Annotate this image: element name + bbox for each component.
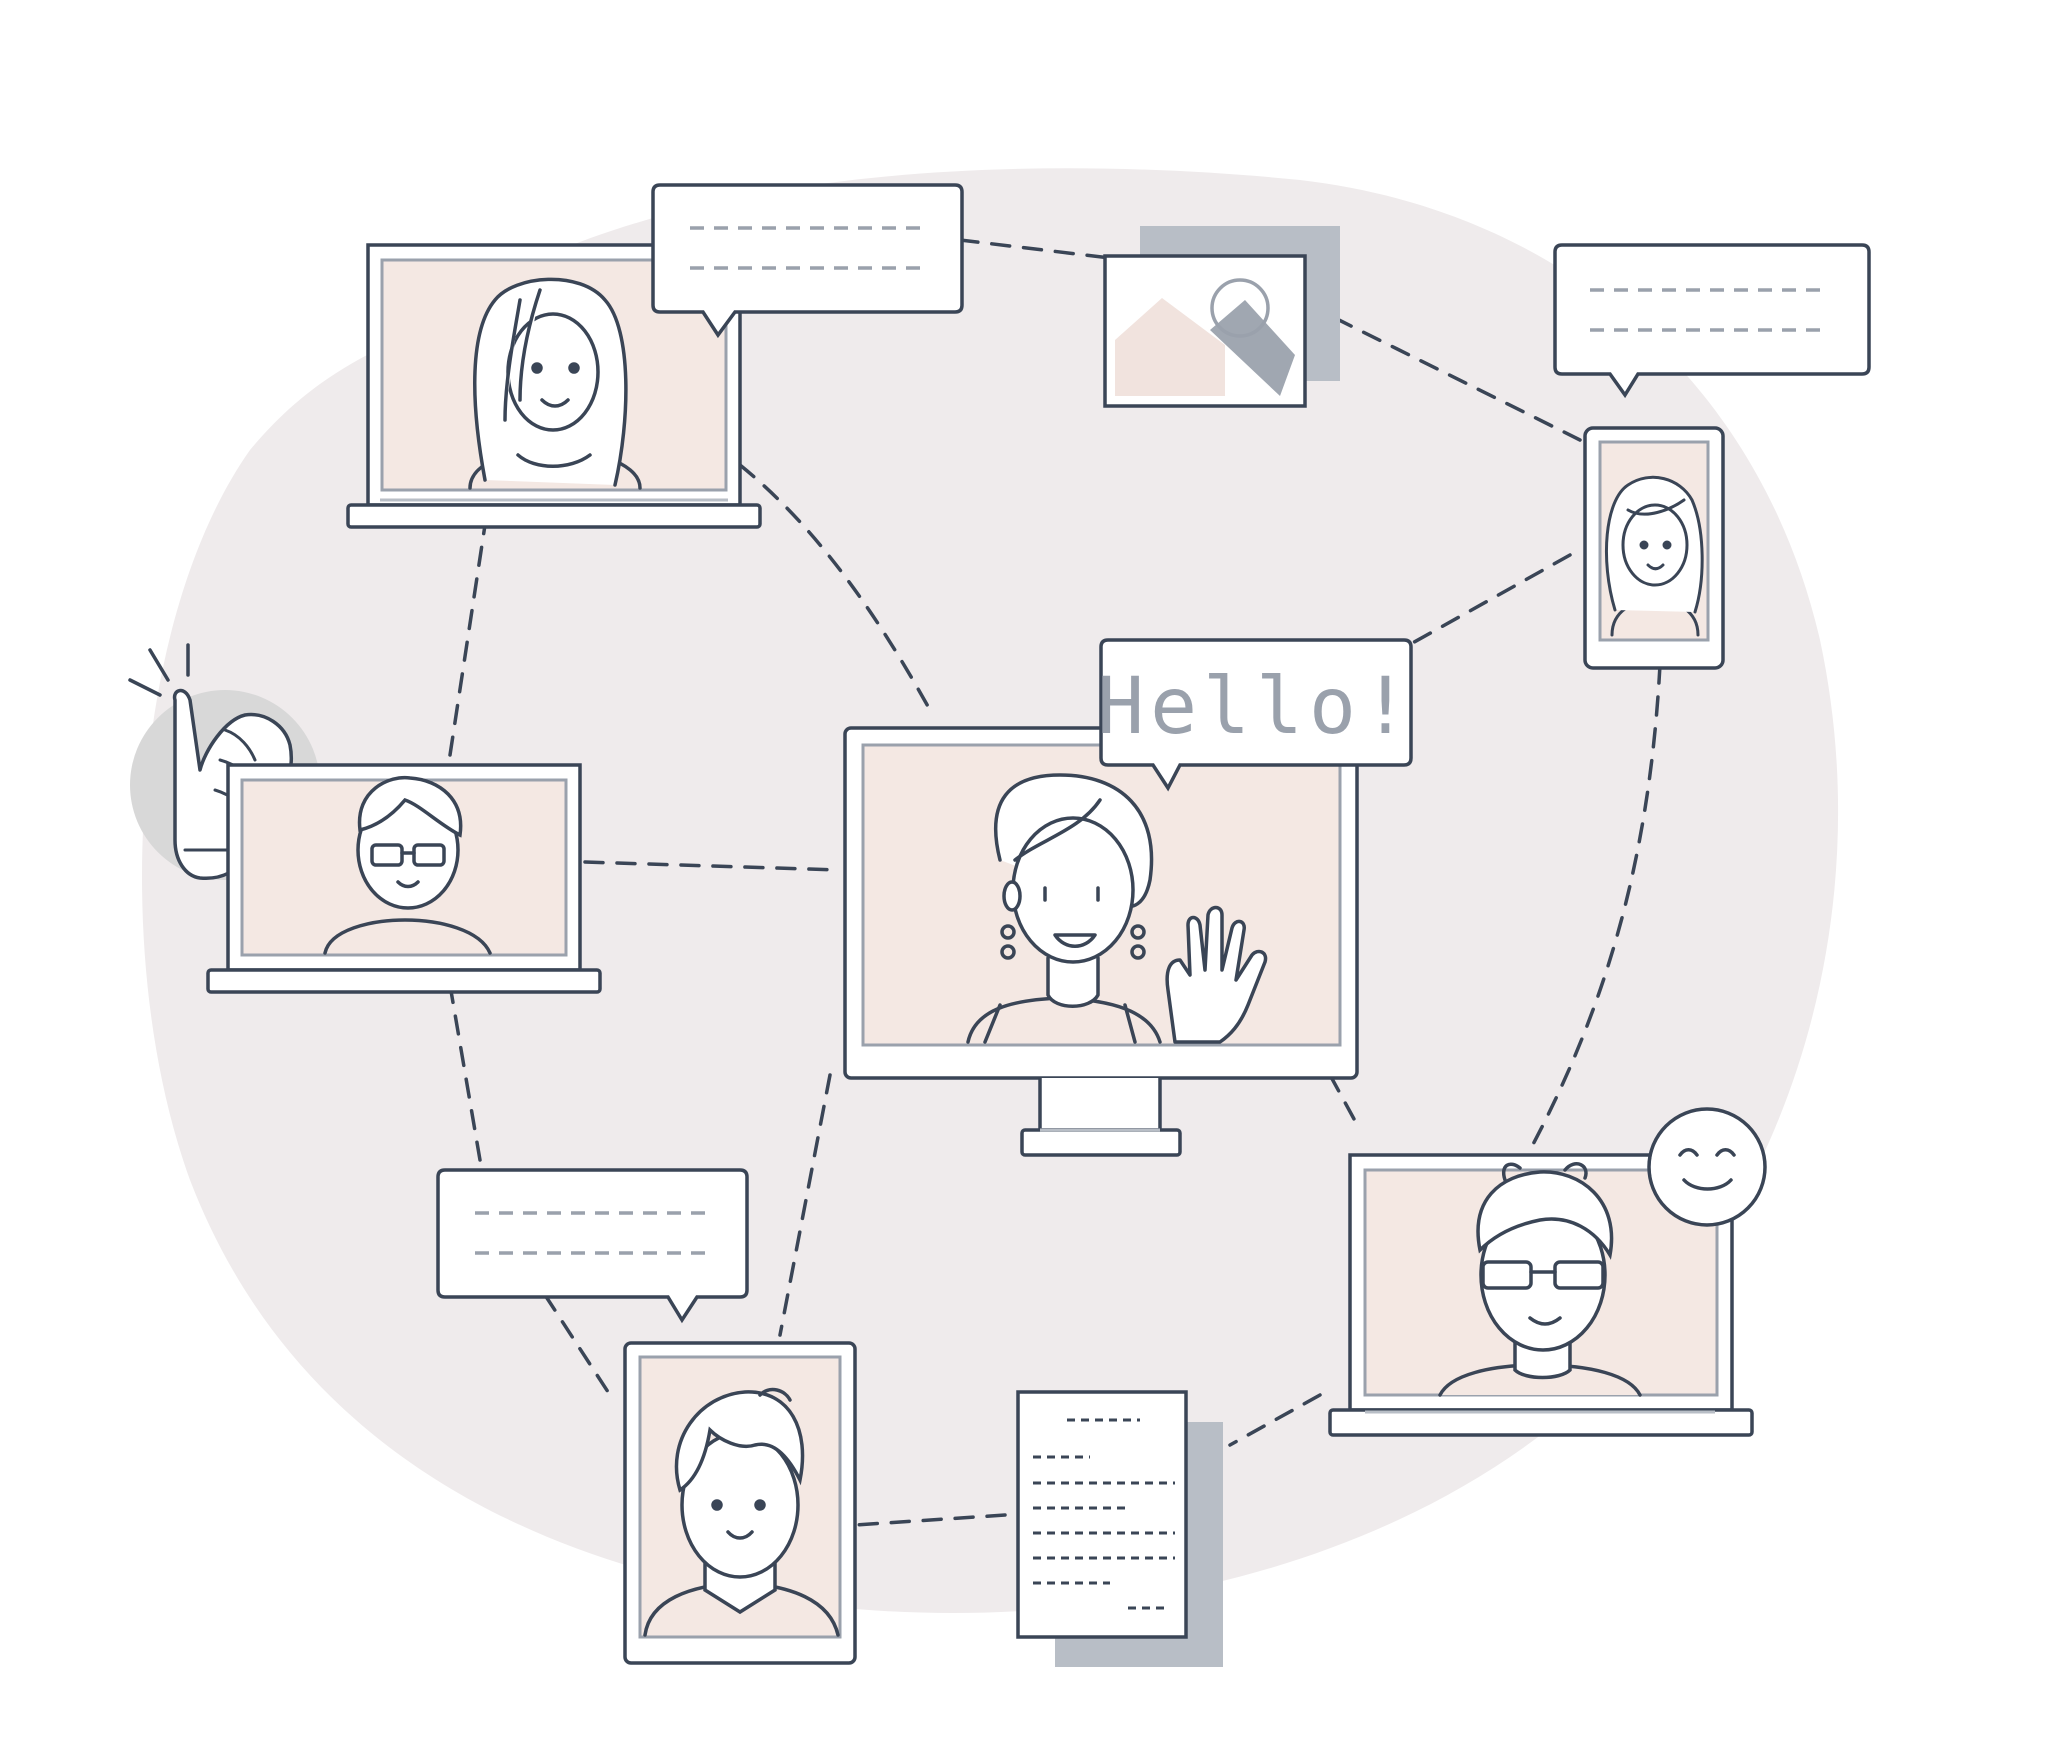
speech-bubble-top xyxy=(651,183,964,339)
speech-bubble-top-right xyxy=(1553,243,1871,399)
laptop-left xyxy=(206,763,602,994)
monitor-stand xyxy=(1038,1078,1162,1132)
laptop-base xyxy=(346,503,762,529)
hello-speech-bubble: Hello! xyxy=(1097,638,1415,792)
desktop-center xyxy=(843,726,1359,1157)
connection-lines xyxy=(448,238,1662,1527)
speech-bubble-icon xyxy=(651,183,964,339)
laptop-base xyxy=(1328,1408,1754,1437)
smiley-icon xyxy=(1647,1107,1767,1227)
speech-bubble-icon xyxy=(1099,638,1413,792)
monitor-foot xyxy=(1020,1128,1182,1157)
hello-text: Hello! xyxy=(1097,662,1415,752)
photo-card xyxy=(1103,226,1340,408)
speech-bubble-icon xyxy=(436,1168,749,1324)
woman-wavy-hair-avatar xyxy=(1605,475,1704,637)
woman-waving-avatar xyxy=(966,773,1268,1044)
man-curly-hair-glasses-avatar xyxy=(1438,1162,1642,1397)
tablet-bottom xyxy=(623,1341,857,1665)
speech-bubble-bottom-left xyxy=(436,1168,749,1324)
speech-bubble-icon xyxy=(1553,243,1871,399)
smartphone-right xyxy=(1583,426,1725,670)
man-glasses-avatar xyxy=(323,775,492,955)
waving-hand xyxy=(1165,905,1268,1044)
document-icon xyxy=(1016,1390,1188,1639)
laptop-top-left xyxy=(346,243,762,529)
laptop-base xyxy=(206,968,602,994)
man-wavy-hair-avatar xyxy=(643,1387,840,1637)
laptop-bottom-right xyxy=(1328,1153,1754,1437)
smiley-badge xyxy=(1647,1107,1767,1227)
woman-long-hair-avatar xyxy=(468,277,642,490)
document-card xyxy=(1016,1390,1223,1667)
